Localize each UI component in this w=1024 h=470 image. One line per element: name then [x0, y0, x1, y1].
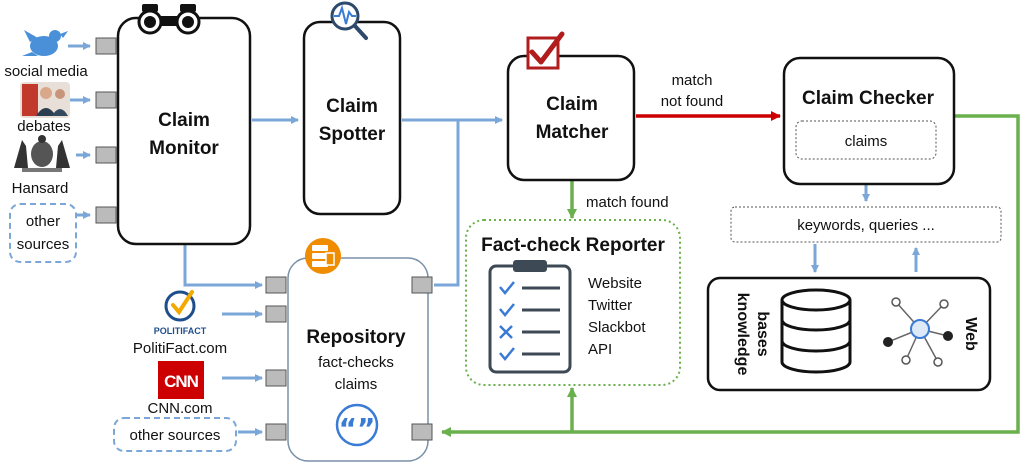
hansard-crest-icon — [14, 135, 70, 172]
storage-icon — [305, 238, 341, 274]
reporter-channel-twitter: Twitter — [588, 297, 632, 314]
line-spotter-to-repository — [434, 120, 460, 287]
other-sources-top: other sources — [9, 203, 77, 263]
knowledge-bases-label-line2: bases — [754, 311, 771, 356]
match-not-found-label-line2: not found — [661, 93, 724, 110]
repo-port-other — [265, 423, 287, 441]
claim-matcher-title-line2: Matcher — [536, 122, 609, 143]
other-sources-bottom-label: other sources — [130, 427, 221, 444]
repo-port-checker — [411, 423, 433, 441]
monitor-port-other — [95, 206, 117, 224]
claim-checker: Claim Checker claims — [782, 56, 956, 186]
monitor-port-social — [95, 37, 117, 55]
arrow-checker-to-repository — [441, 114, 1020, 437]
politifact-logo-text: POLITIFACT — [154, 326, 207, 336]
cnn-label: CNN.com — [147, 400, 212, 417]
keywords-queries-box: keywords, queries ... — [730, 206, 1002, 243]
arrow-monitor-to-repository — [183, 243, 263, 289]
other-sources-top-line2: sources — [17, 236, 70, 253]
repository-line1: fact-checks — [318, 354, 394, 371]
web-label: Web — [962, 317, 979, 351]
magnifier-waveform-icon — [330, 1, 368, 40]
database-icon — [780, 288, 852, 374]
repo-port-monitor — [265, 276, 287, 294]
repository: Repository fact-checks claims — [287, 257, 429, 462]
debates-label: debates — [17, 118, 70, 135]
repository-title: Repository — [306, 327, 406, 348]
reporter-channel-api: API — [588, 341, 612, 358]
connectors — [68, 42, 1020, 437]
claims-label: claims — [845, 133, 888, 150]
reporter-channel-slackbot: Slackbot — [588, 319, 646, 336]
match-found-label: match found — [586, 194, 669, 211]
svg-text:“”: “” — [339, 412, 376, 445]
reporter-channel-website: Website — [588, 275, 642, 292]
repo-port-spotter — [411, 276, 433, 294]
claim-spotter: Claim Spotter — [302, 20, 402, 216]
twitter-icon — [22, 30, 68, 56]
checkbox-icon — [526, 31, 565, 70]
claim-checker-title: Claim Checker — [802, 88, 935, 109]
quote-bubble-icon: “” — [335, 403, 379, 447]
claim-matcher: Claim Matcher — [506, 54, 636, 182]
network-icon — [883, 297, 953, 367]
cnn-logo-icon: CNN — [158, 361, 204, 399]
monitor-port-hansard — [95, 146, 117, 164]
binoculars-icon — [137, 4, 201, 35]
politifact-label: PolitiFact.com — [133, 340, 227, 357]
claim-spotter-title-line2: Spotter — [319, 124, 386, 145]
reporter-title: Fact-check Reporter — [481, 235, 665, 256]
debates-icon — [20, 82, 70, 118]
claim-monitor: Claim Monitor — [116, 16, 252, 246]
claim-monitor-title-line2: Monitor — [149, 138, 219, 159]
repository-line2: claims — [335, 376, 378, 393]
social-media-label: social media — [4, 63, 88, 80]
other-sources-bottom: other sources — [113, 417, 237, 452]
claim-matcher-title-line1: Claim — [546, 94, 598, 115]
repo-port-politifact — [265, 305, 287, 323]
other-sources-top-line1: other — [26, 213, 60, 230]
cnn-logo-text: CNN — [164, 372, 199, 391]
match-not-found-label-line1: match — [672, 72, 713, 89]
keywords-queries-label: keywords, queries ... — [797, 217, 935, 234]
claim-spotter-title-line1: Claim — [326, 96, 378, 117]
knowledge-bases-label-line1: knowledge — [734, 293, 751, 376]
clipboard-checklist-icon — [488, 260, 572, 374]
claim-monitor-title-line1: Claim — [158, 110, 210, 131]
politifact-logo-icon: POLITIFACT — [154, 290, 207, 336]
repo-port-cnn — [265, 369, 287, 387]
monitor-port-debates — [95, 91, 117, 109]
hansard-label: Hansard — [12, 180, 69, 197]
